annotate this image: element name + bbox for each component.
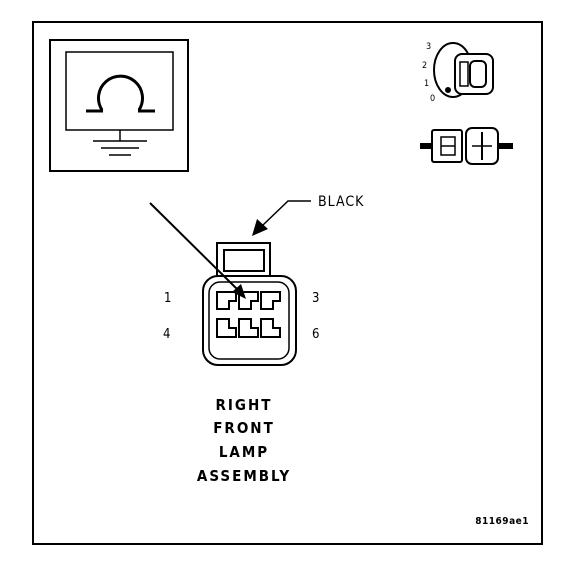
connector-face bbox=[202, 242, 297, 366]
pin-label-4: 4 bbox=[163, 327, 170, 342]
pin-cavity-4 bbox=[216, 318, 237, 338]
key-position-0: 0 bbox=[430, 94, 435, 104]
pin-cavity-3 bbox=[260, 291, 281, 310]
pin-cavity-5 bbox=[238, 318, 259, 338]
connector-color-callout: BLACK bbox=[252, 194, 364, 236]
test-probe-arrow bbox=[149, 202, 246, 299]
pin-cavity-1 bbox=[216, 291, 237, 310]
connector-color-label: BLACK bbox=[318, 194, 364, 210]
component-name-line-1: RIGHT bbox=[216, 396, 273, 414]
component-name-line-3: LAMP bbox=[219, 443, 269, 461]
pin-cavity-6 bbox=[260, 318, 281, 338]
component-name-line-2: FRONT bbox=[213, 419, 275, 437]
key-position-1: 1 bbox=[424, 79, 429, 89]
figure-code: 81169ae1 bbox=[475, 516, 529, 527]
pin-label-6: 6 bbox=[312, 327, 319, 342]
pin-label-3: 3 bbox=[312, 291, 319, 306]
ohmmeter-ground-icon bbox=[49, 39, 189, 172]
key-position-2: 2 bbox=[422, 61, 427, 71]
ignition-key-icon: 3 2 1 0 bbox=[422, 42, 494, 104]
outer-frame bbox=[32, 21, 543, 545]
pin-label-1: 1 bbox=[164, 291, 171, 306]
key-position-3: 3 bbox=[426, 42, 431, 52]
component-name: RIGHT FRONT LAMP ASSEMBLY bbox=[197, 396, 291, 485]
component-name-line-4: ASSEMBLY bbox=[197, 467, 291, 485]
connector-disconnected-icon bbox=[420, 127, 513, 165]
